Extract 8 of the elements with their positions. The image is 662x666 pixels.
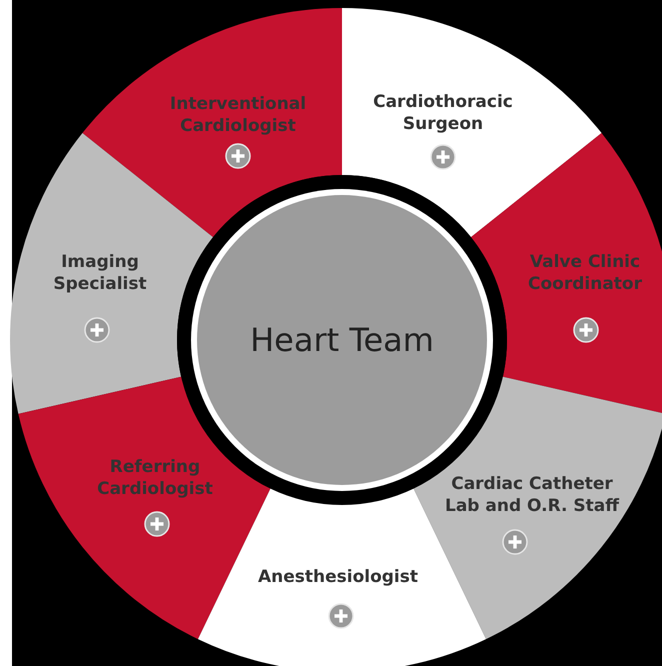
role-label: Anesthesiologist [256,566,420,588]
role-label: Cardiac Catheter Lab and O.R. Staff [444,473,620,517]
role-label: Referring Cardiologist [96,456,214,500]
role-label: Cardiothoracic Surgeon [372,91,514,135]
role-label: Imaging Specialist [52,251,148,295]
hub-label: Heart Team [250,321,434,359]
role-label: Interventional Cardiologist [168,93,308,137]
role-label: Valve Clinic Coordinator [527,251,643,295]
